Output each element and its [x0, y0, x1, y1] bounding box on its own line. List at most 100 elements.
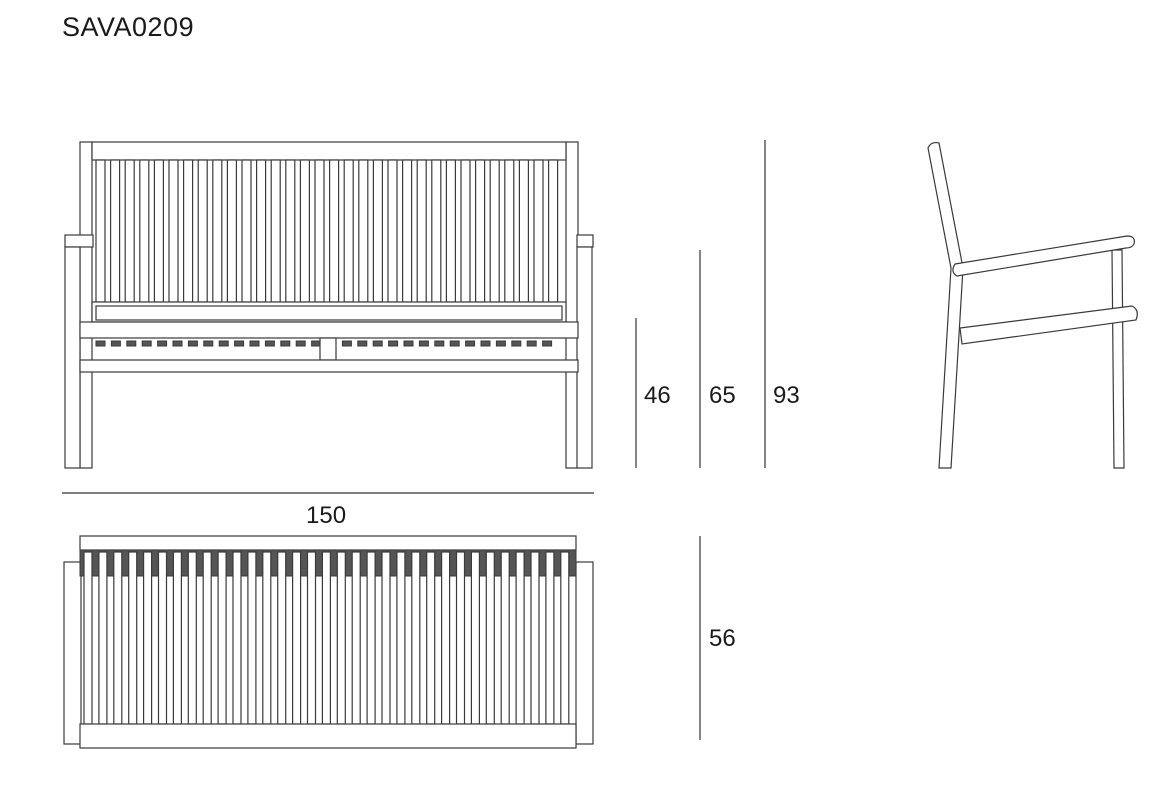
front-right-rear-post — [565, 141, 579, 469]
top-seat-slat — [217, 551, 227, 725]
front-webbing-strap — [465, 340, 476, 347]
top-seat-slat — [143, 551, 153, 725]
top-seat-slat — [351, 551, 361, 725]
dim-arm-height: 65 — [709, 382, 736, 409]
front-back-slat — [314, 159, 325, 303]
front-webbing-strap — [388, 340, 399, 347]
front-webbing-strap — [264, 340, 275, 347]
front-left-leg — [64, 246, 81, 469]
front-webbing-strap — [495, 340, 506, 347]
top-seat-slat — [560, 551, 570, 725]
top-seat-slat — [277, 551, 287, 725]
front-webbing-strap — [511, 340, 522, 347]
front-left-rear-post — [79, 141, 93, 469]
top-seat-slat — [545, 551, 555, 725]
front-webbing-strap — [341, 340, 352, 347]
front-webbing-strap — [157, 340, 168, 347]
front-back-slat — [547, 159, 559, 303]
top-seat-slat — [157, 551, 168, 725]
front-back-slat — [139, 159, 150, 303]
top-seat-slat — [292, 551, 302, 725]
top-right-arm — [575, 561, 594, 745]
front-webbing-strap — [295, 340, 306, 347]
dim-depth: 56 — [709, 625, 736, 652]
front-back-slat — [256, 159, 267, 303]
front-back-slat — [460, 159, 471, 303]
front-webbing-strap — [449, 340, 460, 347]
front-webbing-strap — [526, 340, 537, 347]
front-back-slat — [212, 159, 223, 303]
front-apron — [79, 359, 579, 373]
top-seat-slat — [187, 551, 197, 725]
front-left-arm-cap — [64, 234, 94, 248]
front-seat-rail — [79, 321, 579, 339]
side-front-leg — [1111, 249, 1125, 469]
top-seat-slat — [485, 551, 495, 725]
dim-total-height: 93 — [773, 382, 800, 409]
front-webbing-strap — [249, 340, 260, 347]
front-view — [64, 141, 594, 469]
top-seat-slat — [441, 551, 451, 725]
front-back-slat — [533, 159, 544, 303]
front-back-slat — [109, 159, 121, 303]
top-seat-slat — [426, 551, 436, 725]
top-seat-slat — [455, 551, 466, 725]
front-webbing-strap — [418, 340, 429, 347]
front-webbing-strap — [172, 340, 183, 347]
top-left-arm — [63, 561, 82, 745]
front-webbing-strap — [434, 340, 445, 347]
top-seat-slat — [98, 551, 108, 725]
front-back-slat — [197, 159, 208, 303]
front-back-slat — [124, 159, 135, 303]
front-back-slat — [445, 159, 456, 303]
front-back-slat — [95, 159, 106, 303]
front-webbing-strap — [403, 340, 414, 347]
front-webbing-strap — [95, 340, 106, 347]
top-seat-slat — [500, 551, 510, 725]
dim-width: 150 — [306, 502, 347, 529]
front-webbing-strap — [126, 340, 137, 347]
top-seat-slat — [530, 551, 540, 725]
front-webbing-strap — [203, 340, 214, 347]
front-webbing-strap — [311, 340, 322, 347]
top-seat-slat — [247, 551, 257, 725]
top-seat-slat — [321, 551, 331, 725]
front-webbing-strap — [234, 340, 245, 347]
front-back-slat — [475, 159, 486, 303]
top-view — [63, 535, 594, 749]
front-seat-webbing — [95, 340, 553, 347]
side-back-leg — [927, 141, 964, 469]
top-seat-slat — [366, 551, 376, 725]
front-webbing-strap — [280, 340, 291, 347]
front-back-slat — [431, 159, 442, 303]
front-webbing-strap — [480, 340, 491, 347]
front-webbing-strap — [187, 340, 198, 347]
front-back-slats — [95, 159, 559, 303]
top-seat-slat — [396, 551, 406, 725]
front-seat-cushion — [95, 305, 563, 321]
front-back-slat — [153, 159, 164, 303]
front-right-arm-cap — [576, 234, 594, 248]
side-view — [927, 141, 1138, 469]
front-back-slat — [402, 159, 413, 303]
front-top-rail — [91, 141, 567, 161]
top-seat-slat — [470, 551, 480, 725]
top-seat-slat — [306, 551, 317, 725]
top-seat-slats — [83, 551, 570, 725]
top-seat-slat — [232, 551, 242, 725]
front-webbing-strap — [218, 340, 229, 347]
side-armrest — [952, 235, 1135, 277]
side-seat-rail — [959, 305, 1138, 345]
top-seat-slat — [83, 551, 93, 725]
top-back-rail — [79, 535, 577, 551]
front-back-slat — [226, 159, 237, 303]
dim-seat-height: 46 — [644, 382, 671, 409]
top-seat-slat — [262, 551, 272, 725]
front-back-slat — [343, 159, 354, 303]
front-back-slat — [387, 159, 398, 303]
front-back-slat — [241, 159, 252, 303]
top-seat-slat — [336, 551, 346, 725]
front-back-slat — [358, 159, 369, 303]
front-back-slat — [299, 159, 310, 303]
